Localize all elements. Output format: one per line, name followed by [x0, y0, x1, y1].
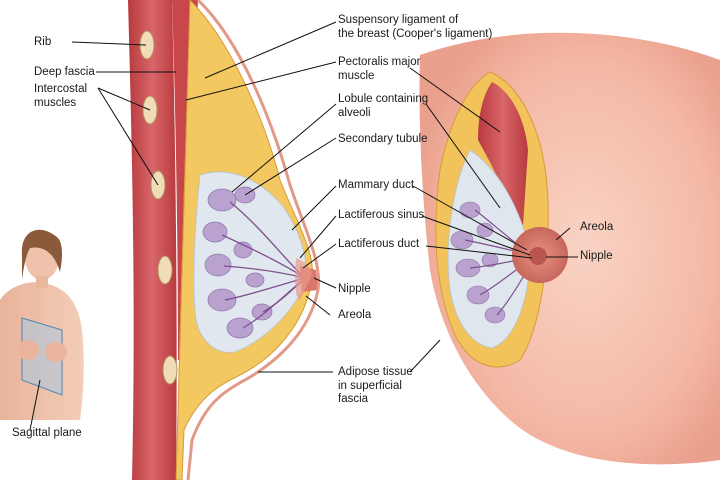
cut-section-muscle	[478, 82, 528, 240]
figure-thumbnail	[0, 229, 84, 420]
rib-cross-sections	[139, 30, 178, 385]
frontal-breast-view	[419, 32, 720, 465]
figure-breast-left	[17, 340, 39, 360]
nipple-frontal	[529, 247, 547, 265]
label-areola: Areola	[338, 309, 372, 321]
label-nipple: Nipple	[338, 283, 371, 295]
label-mammary-duct: Mammary duct	[338, 179, 415, 191]
skin-outline-section	[186, 0, 321, 480]
label-nipple-right: Nipple	[580, 250, 613, 262]
intercostal-muscle-layer	[128, 0, 177, 480]
figure-neck	[36, 276, 48, 288]
figure-breast-right	[45, 342, 67, 362]
label-rib: Rib	[34, 36, 52, 48]
label-secondary-tubule: Secondary tubule	[338, 133, 428, 145]
lobules-section	[202, 186, 273, 339]
areola-section	[295, 258, 312, 300]
label-deep-fascia: Deep fascia	[34, 66, 95, 78]
sagittal-section	[128, 0, 321, 480]
leader-lines	[29, 21, 578, 431]
label-areola-right: Areola	[580, 221, 614, 233]
sagittal-plane-marker	[21, 317, 63, 396]
label-lactiferous-duct: Lactiferous duct	[338, 238, 420, 250]
label-lactiferous-sinus: Lactiferous sinus	[338, 209, 425, 221]
label-sagittal-plane: Sagittal plane	[12, 427, 82, 439]
figure-hair	[21, 229, 62, 280]
